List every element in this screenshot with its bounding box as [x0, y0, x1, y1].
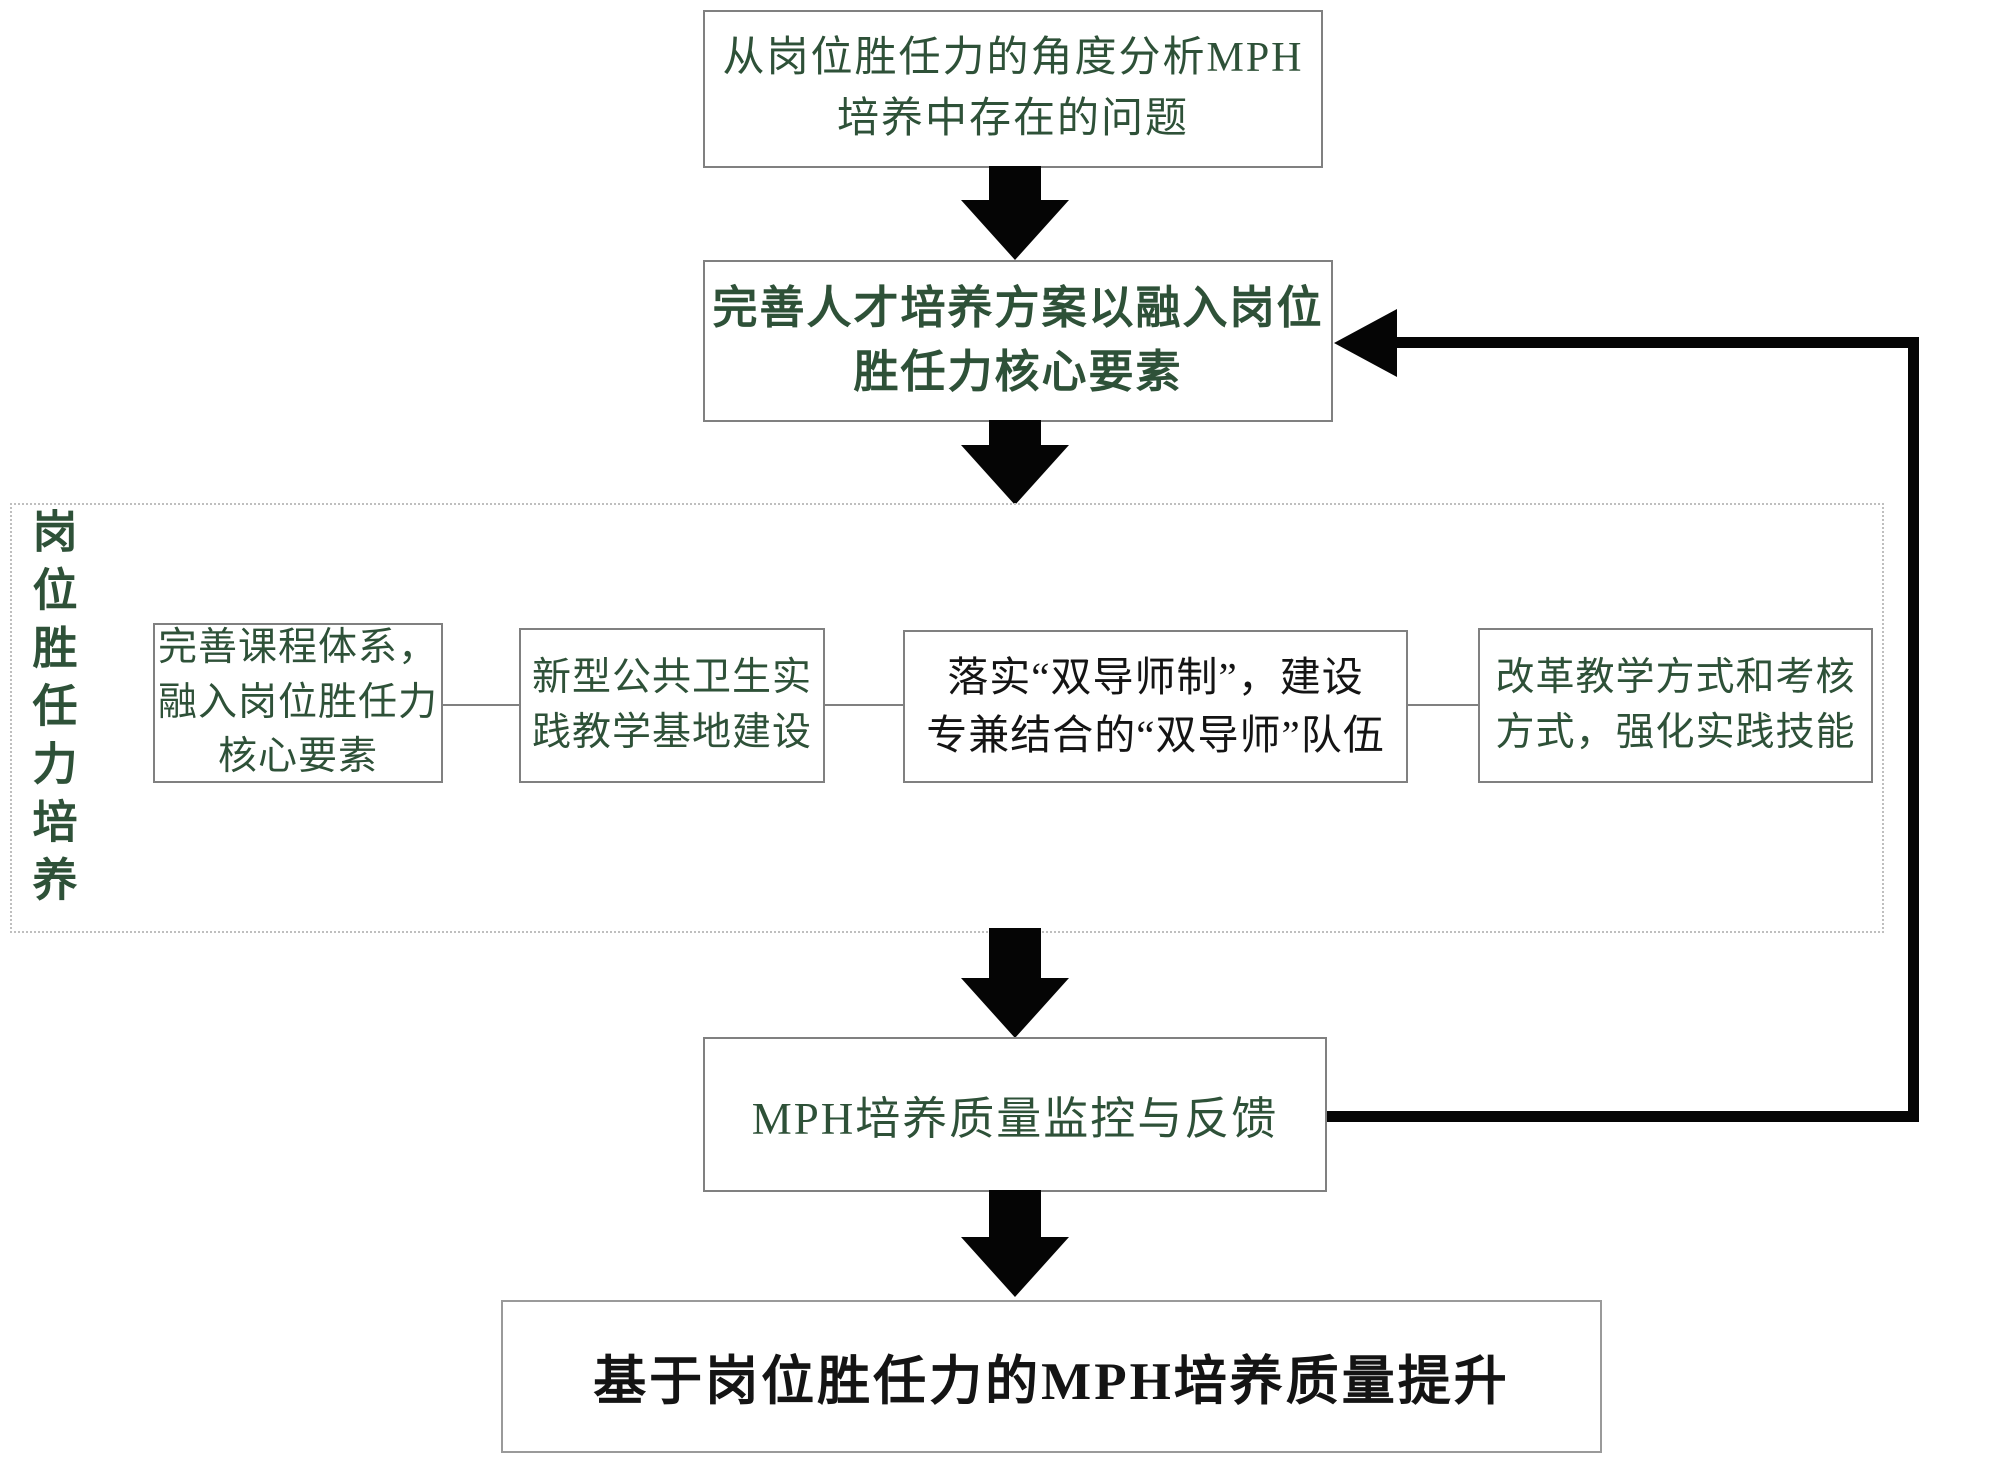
arrow-head: [961, 445, 1069, 505]
analyze-problems-text: 从岗位胜任力的角度分析MPH 培养中存在的问题: [722, 35, 1304, 142]
teaching-reform-text: 改革教学方式和考核 方式，强化实践技能: [1495, 655, 1856, 754]
connector-line: [1408, 704, 1478, 706]
teaching-reform-box: 改革教学方式和考核 方式，强化实践技能: [1478, 628, 1873, 783]
down-arrow-icon: [961, 420, 1069, 505]
arrow-stem: [989, 166, 1041, 200]
curriculum-box: 完善课程体系， 融入岗位胜任力 核心要素: [153, 623, 443, 783]
down-arrow-icon: [961, 928, 1069, 1038]
arrow-head: [961, 978, 1069, 1038]
down-arrow-icon: [961, 166, 1069, 260]
practice-base-text: 新型公共卫生实 践教学基地建设: [531, 655, 812, 754]
feedback-line-bottom: [1327, 1111, 1919, 1122]
competency-training-container: [10, 503, 1884, 933]
competency-training-label: 岗位胜任力培养: [25, 508, 76, 914]
quality-improvement-text: 基于岗位胜任力的MPH培养质量提升: [593, 1352, 1510, 1411]
left-arrow-head-icon: [1334, 309, 1397, 377]
arrow-stem: [989, 1190, 1041, 1237]
arrow-head: [961, 1237, 1069, 1297]
arrow-head: [961, 200, 1069, 260]
quality-improvement-box: 基于岗位胜任力的MPH培养质量提升: [501, 1300, 1602, 1453]
dual-mentor-box: 落实“双导师制”，建设 专兼结合的“双导师”队伍: [903, 630, 1408, 783]
down-arrow-icon: [961, 1190, 1069, 1297]
training-plan-box: 完善人才培养方案以融入岗位 胜任力核心要素: [703, 260, 1333, 422]
arrow-stem: [989, 420, 1041, 445]
connector-line: [825, 704, 903, 706]
dual-mentor-text: 落实“双导师制”，建设 专兼结合的“双导师”队伍: [926, 654, 1385, 758]
quality-monitor-box: MPH培养质量监控与反馈: [703, 1037, 1327, 1192]
training-plan-text: 完善人才培养方案以融入岗位 胜任力核心要素: [712, 283, 1324, 397]
feedback-line-vertical: [1908, 337, 1919, 1122]
quality-monitor-text: MPH培养质量监控与反馈: [751, 1094, 1279, 1144]
connector-line: [443, 704, 519, 706]
arrow-stem: [989, 928, 1041, 978]
analyze-problems-box: 从岗位胜任力的角度分析MPH 培养中存在的问题: [703, 10, 1323, 168]
practice-base-box: 新型公共卫生实 践教学基地建设: [519, 628, 825, 783]
feedback-line-top: [1394, 337, 1919, 348]
curriculum-text: 完善课程体系， 融入岗位胜任力 核心要素: [157, 626, 438, 779]
